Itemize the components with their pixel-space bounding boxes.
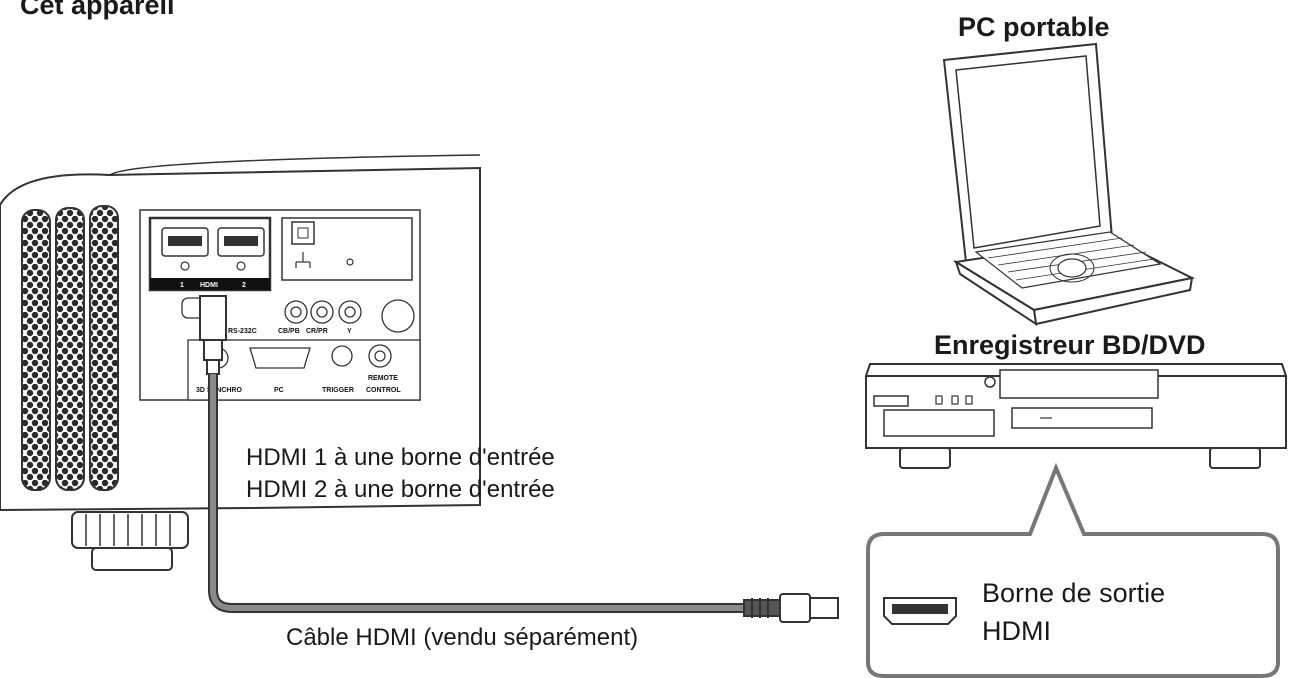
cb-pb-label: CB/PB	[278, 328, 300, 335]
projector	[0, 154, 481, 571]
recorder-title: Enregistreur BD/DVD	[934, 330, 1206, 360]
laptop-screen	[955, 55, 1101, 249]
pc-label: PC	[274, 387, 284, 394]
remote-label-1: REMOTE	[368, 375, 398, 382]
hdmi-2-label: 2	[242, 282, 246, 289]
cable-plug-projector	[199, 295, 227, 341]
vent-grille-1	[21, 209, 51, 491]
network-icon	[295, 252, 311, 268]
hdmi-cable	[199, 295, 839, 623]
cr-pr-label: CR/PR	[306, 328, 328, 335]
y-label: Y	[347, 328, 352, 335]
vent-grille-3	[89, 205, 119, 491]
vent-grille-2	[55, 207, 85, 491]
remote-label-2: CONTROL	[366, 387, 401, 394]
hdmi-group-label: HDMI	[200, 282, 218, 289]
hdmi-band	[150, 278, 270, 290]
output-line-1: Borne de sortie	[982, 578, 1166, 608]
panel-labels: 1 HDMI 2 RS-232C CB/PB CR/PR Y 3D SYNCHR…	[180, 282, 401, 394]
input-line-1: HDMI 1 à une borne d'entrée	[246, 444, 555, 471]
cable-caption: Câble HDMI (vendu séparément)	[286, 624, 639, 651]
device-title: Cet appareil	[20, 0, 175, 20]
cable-plug-recorder	[743, 593, 839, 623]
output-line-2: HDMI	[982, 616, 1051, 646]
hdmi-output-port-icon	[883, 597, 957, 625]
disc-tray	[999, 369, 1159, 399]
hdmi-output-callout	[866, 462, 1280, 678]
rs232c-label: RS-232C	[228, 328, 257, 335]
hdmi-1-label: 1	[180, 282, 184, 289]
input-line-2: HDMI 2 à une borne d'entrée	[246, 476, 555, 503]
bd-dvd-recorder	[864, 363, 1288, 469]
trackpoint	[1057, 258, 1087, 278]
pc-port	[249, 347, 311, 369]
sync-label: 3D SYNCHRO	[196, 387, 242, 394]
laptop	[942, 42, 1196, 327]
trigger-port	[331, 345, 353, 367]
trigger-label: TRIGGER	[322, 387, 354, 394]
laptop-title: PC portable	[958, 12, 1110, 42]
